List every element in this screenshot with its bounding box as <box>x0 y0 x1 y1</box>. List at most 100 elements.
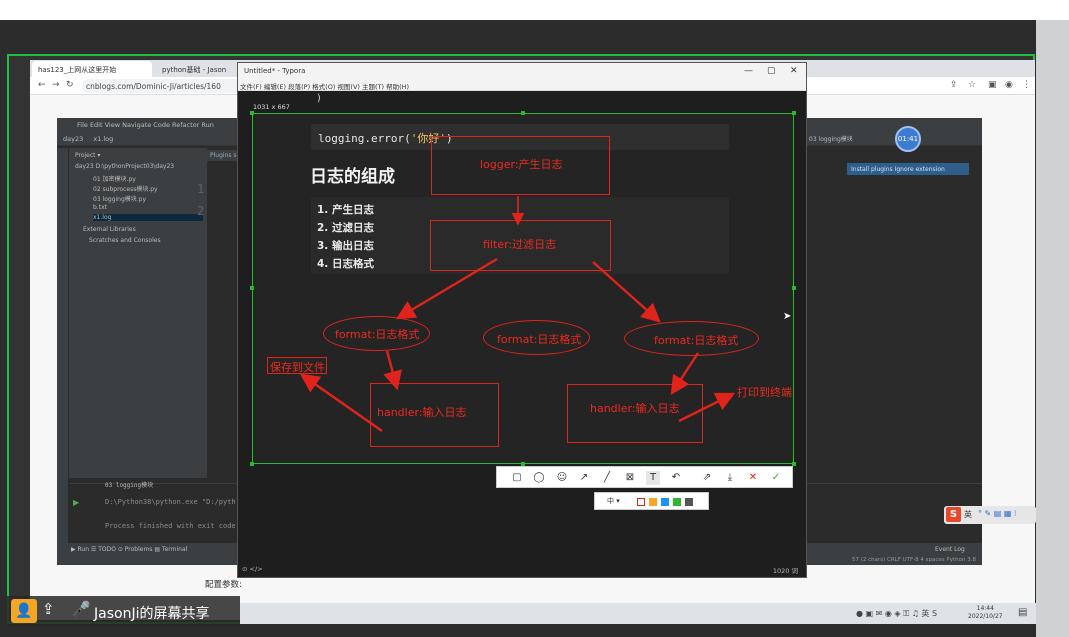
capture-size-readout: 1031 x 667 <box>253 103 290 111</box>
tool-window-strip <box>57 148 69 548</box>
address-bar[interactable]: cnblogs.com/Dominic-Ji/articles/160 <box>82 79 242 93</box>
tree-item[interactable]: External Libraries <box>83 226 136 233</box>
section-heading: 日志的组成 <box>310 167 395 187</box>
color-swatch-green[interactable] <box>673 498 681 506</box>
cancel-icon[interactable]: ✕ <box>748 472 758 483</box>
format-left-ellipse <box>323 316 430 351</box>
recording-timer: 01:41 <box>895 126 921 152</box>
plugin-suggestion-bar[interactable]: Install plugins Ignore extension <box>847 163 969 175</box>
pen-tool-icon[interactable]: ╱ <box>603 472 611 483</box>
format-right-label: format:日志格式 <box>654 334 739 347</box>
logger-box <box>431 136 610 195</box>
open-file-name[interactable]: x1.log <box>93 135 114 143</box>
event-log-button[interactable]: Event Log <box>935 546 965 553</box>
tray-icons[interactable]: ● ▣ ✉ ◉ ◈ ⚿ ♫ 英 S <box>856 609 938 618</box>
back-icon[interactable]: ← <box>38 80 46 90</box>
share-owner-label: JasonJi的屏幕共享 <box>94 606 210 622</box>
notification-icon[interactable]: ▤ <box>1018 607 1028 618</box>
sidebar-icon[interactable]: ▣ <box>988 80 997 90</box>
arrow-filter-format-right <box>592 261 661 323</box>
word-count[interactable]: 1020 词 <box>772 567 798 575</box>
ellipse-tool-icon[interactable]: ◯ <box>533 472 545 483</box>
minimize-icon[interactable]: — <box>744 66 753 76</box>
logger-label: logger:产生日志 <box>480 158 563 171</box>
meeting-top-bar <box>0 0 1069 20</box>
resize-handle[interactable] <box>792 111 796 115</box>
resize-handle[interactable] <box>250 111 254 115</box>
mosaic-tool-icon[interactable]: ⊠ <box>625 472 635 483</box>
color-swatch-blue[interactable] <box>661 498 669 506</box>
color-swatch-gray[interactable] <box>685 498 693 506</box>
browser-tab[interactable]: has123_上网从这里开始 <box>32 61 152 77</box>
share-tool-icon[interactable]: ⇗ <box>702 472 712 483</box>
run-output-line: D:\Python38\python.exe "D:/pyth <box>105 498 236 506</box>
menu-kebab-icon[interactable]: ⋮ <box>1022 80 1031 90</box>
ime-tools-icon[interactable]: ° ✎ ▤ ▦ ⁝ <box>978 509 1017 518</box>
ime-toolbar: S 英 ° ✎ ▤ ▦ ⁝ <box>944 506 1036 524</box>
color-swatch-orange[interactable] <box>649 498 657 506</box>
tree-item[interactable]: day23 D:\pythonProject03\day23 <box>75 163 175 170</box>
tree-item[interactable]: Scratches and Consoles <box>89 237 161 244</box>
font-size-select[interactable]: 中 ▾ <box>607 497 620 505</box>
close-icon[interactable]: ✕ <box>790 66 798 76</box>
format-mid-ellipse <box>483 320 590 355</box>
filter-box <box>430 220 611 271</box>
reload-icon[interactable]: ↻ <box>66 80 74 90</box>
text-tool-icon[interactable]: T <box>646 471 660 485</box>
ime-language[interactable]: 英 <box>964 510 972 519</box>
screenshot-selection[interactable] <box>252 113 794 464</box>
color-swatch-red[interactable] <box>637 498 645 506</box>
source-mode-icon[interactable]: ⊙ </> <box>242 565 263 573</box>
handler-left-label: handler:输入日志 <box>377 406 467 419</box>
forward-icon[interactable]: → <box>52 80 60 90</box>
share-indicator-bar <box>7 596 240 626</box>
tree-item-selected[interactable]: x1.log <box>93 214 203 221</box>
arrow-handler-file <box>300 373 383 432</box>
confirm-icon[interactable]: ✓ <box>771 472 781 483</box>
format-left-label: format:日志格式 <box>335 328 420 341</box>
resize-handle[interactable] <box>792 286 796 290</box>
rectangle-tool-icon[interactable]: ▢ <box>512 472 522 483</box>
resize-handle[interactable] <box>792 462 796 466</box>
tree-item[interactable]: 01 加密模块.py <box>93 176 136 183</box>
tree-item[interactable]: 03 logging模块.py <box>93 196 147 203</box>
typora-menu-bar[interactable]: 文件(F) 编辑(E) 段落(P) 格式(O) 视图(V) 主题(T) 帮助(H… <box>238 79 806 91</box>
run-play-icon[interactable]: ▶ <box>73 498 80 507</box>
list-item: 3. 输出日志 <box>317 240 374 252</box>
sogou-logo-icon[interactable]: S <box>946 507 961 522</box>
share-icon[interactable]: ⇪ <box>950 80 958 90</box>
tree-item[interactable]: b.txt <box>93 204 107 211</box>
ordered-list-block <box>311 197 729 274</box>
undo-icon[interactable]: ↶ <box>671 472 681 483</box>
arrow-tool-icon[interactable]: ↗ <box>579 472 589 483</box>
browser-tab[interactable]: python基础 - Jason <box>162 66 227 74</box>
profile-icon[interactable]: ◉ <box>1005 80 1013 90</box>
arrow-format-handler-right <box>670 352 700 396</box>
maximize-icon[interactable]: ▢ <box>767 66 776 76</box>
line-number: 2 <box>197 204 205 218</box>
emoji-tool-icon[interactable]: ☺ <box>556 472 568 483</box>
editor-config-tab[interactable]: 03 logging模块 <box>809 136 853 143</box>
run-tab-label[interactable]: 03 logging模块 <box>105 482 154 489</box>
page-config-label: 配置参数: <box>205 580 242 590</box>
list-item: 2. 过滤日志 <box>317 222 374 234</box>
resize-handle[interactable] <box>250 286 254 290</box>
bookmark-star-icon[interactable]: ☆ <box>968 80 977 90</box>
save-file-textbox[interactable] <box>267 357 327 374</box>
filter-label: filter:过滤日志 <box>483 238 557 251</box>
handler-right-label: handler:输入日志 <box>590 402 680 415</box>
avatar[interactable]: 👤 <box>11 599 37 623</box>
tree-item[interactable]: 02 subprocess模块.py <box>93 186 158 193</box>
tree-item[interactable]: Project ▾ <box>75 152 101 159</box>
windows-taskbar: ● ▣ ✉ ◉ ◈ ⚿ ♫ 英 S ▤ <box>240 603 1036 624</box>
resize-handle[interactable] <box>521 111 525 115</box>
typora-status-bar: ⊙ </> 1020 词 <box>238 563 806 577</box>
microphone-icon[interactable]: 🎤 <box>72 600 91 618</box>
project-name[interactable]: day23 <box>63 135 84 143</box>
screen-share-icon[interactable]: ⇪ <box>42 600 55 618</box>
resize-handle[interactable] <box>521 462 525 466</box>
resize-handle[interactable] <box>250 462 254 466</box>
download-icon[interactable]: ⤓ <box>727 472 733 483</box>
